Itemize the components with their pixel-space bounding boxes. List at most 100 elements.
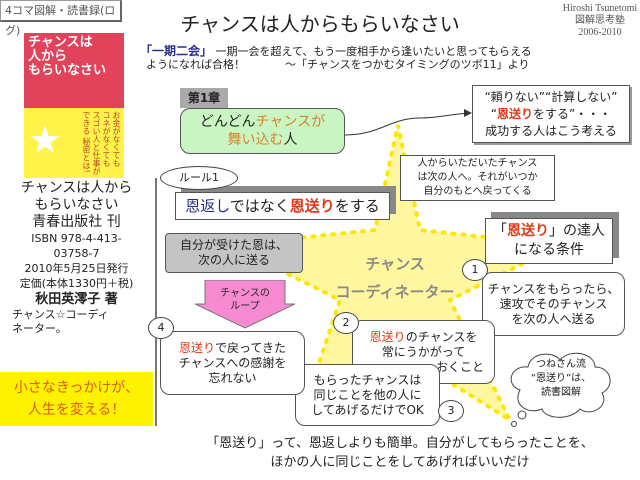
book-title-2: もらいなさい bbox=[34, 197, 119, 213]
step-3-line2: 同じことを他の人に bbox=[313, 387, 422, 402]
isbn-2: 03758-7 bbox=[53, 247, 100, 260]
step-4-line2: チャンスへの感謝を bbox=[178, 355, 287, 370]
rule-d: をする bbox=[334, 197, 380, 215]
chapter-text-b: チャンスが bbox=[255, 114, 326, 130]
intro-source: ～「チャンスをつかむタイミングのツボ11」より bbox=[285, 58, 530, 71]
rule-c: 恩送り bbox=[289, 197, 335, 215]
cover-title-1: チャンスは bbox=[28, 35, 93, 50]
center-title: チャンス コーディネーター bbox=[320, 250, 470, 306]
center-line1: チャンス bbox=[365, 255, 425, 273]
rule-badge: ルール1 bbox=[160, 166, 238, 190]
bottom-line2: ほかの人に同じことをしてあげればいいだけ bbox=[270, 455, 530, 470]
step-3-line1: もらったチャンスは bbox=[313, 372, 422, 387]
chapter-text-c: 舞い込む bbox=[227, 132, 284, 148]
step-4-box: 恩送りで戻ってきた チャンスへの感謝を 忘れない bbox=[160, 331, 305, 395]
step-2-line3: おくこと bbox=[435, 359, 484, 374]
callout-top: “頼りない”“計算しない” “恩送りをする”・・・ 成功する人はこう考える bbox=[472, 85, 630, 143]
connector-line bbox=[344, 112, 471, 136]
book-cover: チャンスは 人から もらいなさい お金がなくても コネがなくても スゴい人と仕事… bbox=[24, 33, 124, 178]
catch-2: 人生を変える！ bbox=[27, 402, 126, 418]
step-1-line1: チャンスをもらったら、 bbox=[487, 281, 620, 296]
loop-arrow-icon bbox=[195, 280, 295, 329]
callout-top-line2: をする”・・・ bbox=[533, 106, 612, 121]
step-2-number: 2 bbox=[333, 312, 359, 334]
bottom-summary: 「恩送り」って、恩返しよりも簡単。自分がしてもらったことを、 ほかの人に同じこと… bbox=[160, 434, 640, 472]
rule-box: 恩返しではなく恩送りをする bbox=[175, 192, 390, 220]
credit-name: Hiroshi Tsunetomi bbox=[562, 3, 638, 14]
quote-open: “ bbox=[490, 106, 497, 121]
cover-star-icon: ★ bbox=[28, 118, 63, 162]
rule-b: ではなく bbox=[229, 197, 290, 215]
intro-highlight: 「一期二会」 bbox=[140, 44, 213, 58]
scroll-line2: 次の人に送る bbox=[197, 253, 270, 267]
intro: 「一期二会」 一期一会を超えて、もう一度相手から逢いたいと思ってもらえる ように… bbox=[140, 44, 580, 72]
cloud-line3: 読書図解 bbox=[541, 387, 581, 398]
cloud-text: つねさん流 “恩送り”は、 読書図解 bbox=[515, 358, 607, 400]
author-desc-1: チャンス☆コーディ bbox=[12, 308, 109, 321]
step-1-number: 1 bbox=[462, 259, 488, 281]
step-1-line3: を次の人へ送る bbox=[511, 311, 596, 326]
master-c: 」の達人 bbox=[549, 223, 605, 239]
tag-label: 4コマ図解・読書録(ログ) bbox=[0, 0, 122, 37]
cover-title-3: もらいなさい bbox=[28, 63, 107, 78]
step-1-box: チャンスをもらったら、 速攻でそのチャンス を次の人へ送る bbox=[482, 272, 625, 336]
catch-copy: 小さなきっかけが、 人生を変える！ bbox=[0, 372, 153, 426]
isbn-1: ISBN 978-4-413- bbox=[31, 232, 122, 245]
author-desc-2: ネーター。 bbox=[12, 322, 67, 335]
cover-tagline: お金がなくても コネがなくても スゴい人と仕事ができる 秘密とは! bbox=[82, 111, 121, 175]
cloud-line1: つねさん流 bbox=[536, 359, 586, 370]
cloud-line2: “恩送り”は、 bbox=[530, 373, 592, 384]
callout-top-line3: 成功する人はこう考える bbox=[485, 123, 617, 138]
scroll-line1: 自分が受けた恩は、 bbox=[179, 238, 288, 252]
page-title: チャンスは人からもらいなさい bbox=[180, 12, 460, 36]
publisher: 青春出版社 刊 bbox=[32, 214, 121, 230]
master-highlight: 恩送り bbox=[507, 223, 549, 239]
master-a: 「 bbox=[493, 223, 507, 239]
cover-top: チャンスは 人から もらいなさい bbox=[24, 33, 124, 108]
divider bbox=[155, 178, 157, 426]
callout-mid-line2: は次の人へ。それがいつか bbox=[417, 172, 538, 183]
loop-line1: チャンスの bbox=[220, 288, 270, 299]
loop-arrow-label: チャンスの ループ bbox=[205, 287, 285, 313]
chapter-text-a: どんどん bbox=[199, 114, 256, 130]
credit-org: 図解思考塾 bbox=[575, 15, 625, 26]
catch-1: 小さなきっかけが、 bbox=[13, 380, 140, 396]
callout-top-line1: “頼りない”“計算しない” bbox=[484, 89, 618, 104]
callout-mid-line1: 人からいただいたチャンス bbox=[417, 158, 538, 169]
step-3-line3: してあげるだけでOK bbox=[311, 402, 424, 417]
chapter-label: 第1章 bbox=[180, 88, 228, 108]
step-2-highlight: 恩送り bbox=[369, 329, 406, 344]
callout-mid: 人からいただいたチャンス は次の人へ。それがいつか 自分のもとへ戻ってくる bbox=[400, 155, 555, 201]
thought-cloud-icon bbox=[510, 352, 611, 427]
step-4-highlight: 恩送り bbox=[178, 340, 215, 355]
credit-years: 2006-2010 bbox=[578, 27, 622, 38]
scroll-box: 自分が受けた恩は、 次の人に送る bbox=[165, 233, 303, 273]
step-3-box: もらったチャンスは 同じことを他の人に してあげるだけでOK bbox=[295, 364, 440, 426]
step-4-line3: 忘れない bbox=[208, 370, 257, 385]
loop-line2: ループ bbox=[230, 301, 260, 312]
chapter-box: どんどんチャンスが 舞い込む人 bbox=[180, 108, 345, 154]
bottom-line1: 「恩送り」って、恩返しよりも簡単。自分がしてもらったことを、 bbox=[206, 436, 594, 451]
step-4-line1: で戻ってきた bbox=[214, 340, 287, 355]
book-title-1: チャンスは人から bbox=[20, 180, 133, 196]
author-credit: Hiroshi Tsunetomi 図解思考塾 2006-2010 bbox=[560, 3, 640, 39]
callout-mid-line3: 自分のもとへ戻ってくる bbox=[423, 186, 532, 197]
master-line2: になる条件 bbox=[514, 242, 584, 258]
rule-a: 恩返し bbox=[185, 197, 230, 215]
publish-date: 2010年5月25日発行 bbox=[24, 262, 129, 275]
intro-line1: 一期一会を超えて、もう一度相手から逢いたいと思ってもらえる bbox=[215, 45, 532, 58]
step-4-number: 4 bbox=[148, 317, 174, 339]
intro-line2: ようになれば合格！ bbox=[146, 58, 245, 71]
step-2-line2: 常にうかがって bbox=[381, 344, 466, 359]
step-1-line2: 速攻でそのチャンス bbox=[499, 296, 608, 311]
center-line2: コーディネーター bbox=[335, 283, 455, 301]
step-2-line1: のチャンスを bbox=[405, 329, 478, 344]
book-info: チャンスは人から もらいなさい 青春出版社 刊 ISBN 978-4-413- … bbox=[0, 180, 153, 336]
chapter-text-d: 人 bbox=[283, 132, 298, 148]
cover-title-2: 人から bbox=[28, 49, 68, 64]
callout-top-highlight: 恩送り bbox=[496, 106, 533, 121]
arrow-head-icon bbox=[464, 109, 472, 117]
step-3-number: 3 bbox=[438, 400, 464, 422]
master-box: 「恩送り」の達人 になる条件 bbox=[485, 218, 613, 264]
author: 秋田英澪子 著 bbox=[35, 292, 118, 307]
